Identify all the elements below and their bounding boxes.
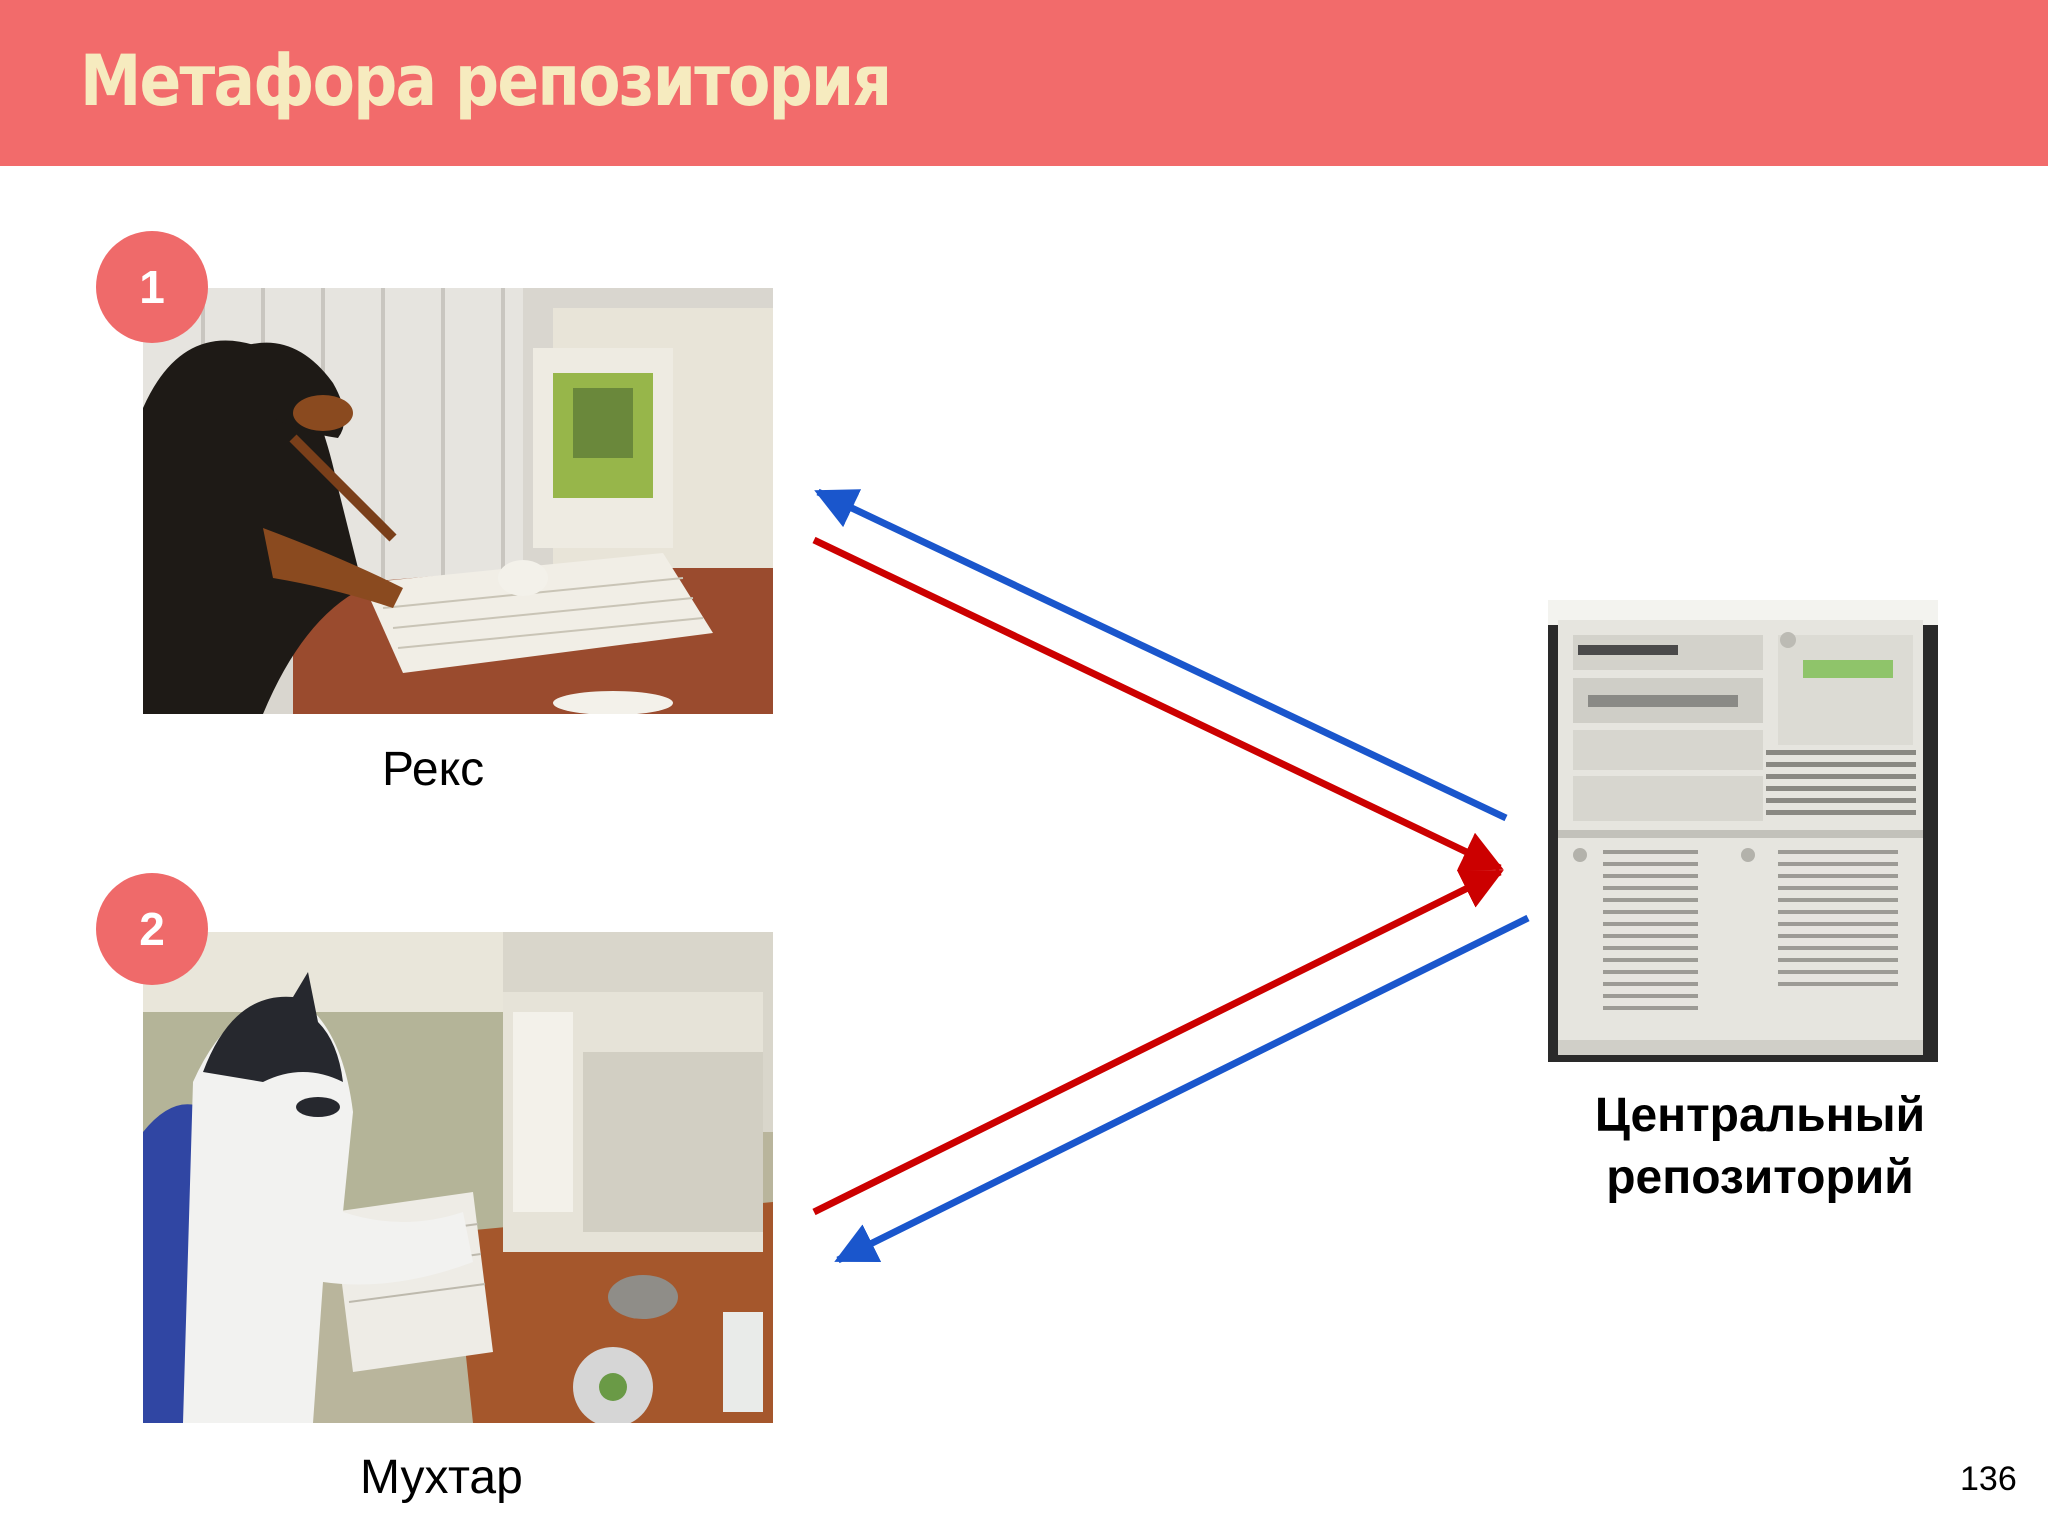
repository-label-line1: Центральный [1594,1089,1926,1142]
husky-at-computer-photo [143,932,773,1423]
slide-title: Метафора репозитория [80,40,892,122]
step-badge-1: 1 [96,231,208,343]
repository-label: Центральный репозиторий [1540,1085,1980,1209]
client-label-rex: Рекс [382,743,485,796]
title-bar: Метафора репозитория [0,0,2048,166]
repository-label-line2: репозиторий [1606,1151,1914,1204]
arrow-repo-to-rex [814,488,1508,822]
page-number: 136 [1960,1460,2017,1498]
step-badge-2: 2 [96,873,208,985]
arrow-rex-to-repo [812,536,1504,872]
dog-at-computer-photo [143,288,773,714]
arrow-repo-to-mukhtar [834,914,1530,1264]
client-label-mukhtar: Мухтар [360,1451,523,1504]
server-tower-photo [1548,600,1938,1062]
arrow-mukhtar-to-repo [812,868,1504,1216]
